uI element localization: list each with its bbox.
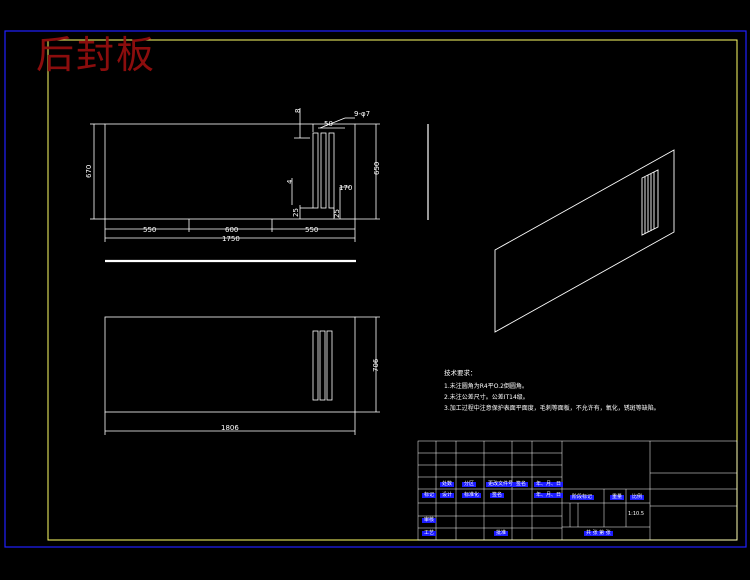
tb-label-stage-mark: 阶段标记 [570,494,595,500]
dim-total-width: 1750 [222,235,240,243]
tech-note-1: 1.未注圆角为R4平O.2倒圆角。 [444,383,528,390]
slot [312,132,319,209]
dim-mid-segment: 600 [225,226,238,234]
tb-label-zone: 分区 [462,481,477,487]
isometric-slot-area [641,169,659,236]
dim-height-right: 650 [373,162,381,175]
dim-height-left: 670 [85,165,93,178]
tb-label-approve: 批准 [494,530,509,536]
dim-hole-offset: 8 [294,109,302,113]
dim-bottom-height: 706 [372,358,380,372]
title-block [417,440,738,541]
dim-right-segment: 550 [305,226,318,234]
front-view [90,108,380,242]
dim-left-segment: 550 [143,226,156,234]
slot [320,132,327,209]
tb-label-weight: 重量 [610,494,625,500]
tech-notes-heading: 技术要求： [444,369,477,377]
tb-label-designer: 设计 [440,492,455,498]
tb-label-date: 年、月、日 [534,481,564,487]
tb-label-process: 工艺 [422,530,437,536]
dim-slot-offset: 170 [339,184,352,192]
tb-label-scale: 比例 [630,494,645,500]
dim-slot-width: 50 [324,120,333,128]
slot [312,330,319,401]
bottom-view [104,316,380,435]
tb-label-count: 处数 [440,481,455,487]
dim-hole-marker: 4 [286,179,294,184]
tb-scale-value: 1:10.5 [628,511,644,517]
tb-label-sign: 签名 [514,481,529,487]
front-view-panel-outline [104,123,356,220]
slot [328,132,335,209]
hole-spec-label: 9-φ7 [354,110,370,118]
front-view-dimensions: 550 600 550 1750 670 650 170 50 25 25 8 … [85,109,381,243]
tb-label-sign2: 签名 [490,492,505,498]
tb-label-sheets: 共 张 第 张 [584,530,613,536]
drawing-frame [47,39,738,541]
title-block-frame [417,440,738,541]
tech-note-3: 3.加工过程中注意保护表面平面度，毛刺等面板，不允许有，氧化，锈斑等缺陷。 [444,405,660,412]
tb-label-mark: 标记 [422,492,437,498]
tb-label-date2: 年、月、日 [534,492,564,498]
slot [326,330,333,401]
bottom-view-panel-outline [104,316,356,413]
tb-label-review: 审核 [422,517,437,523]
drawing-title: 后封板 [36,33,157,77]
tech-note-2: 2.未注公差尺寸。公差IT14级。 [444,394,529,401]
slot [319,330,326,401]
tb-label-change-doc: 更改文件号 [486,481,516,487]
isometric-panel [494,149,675,333]
dim-bottom-width: 1806 [221,424,239,432]
dim-slot-pitch: 25 [333,209,341,218]
tb-label-standardize: 标准化 [462,492,482,498]
isometric-view [494,149,675,333]
outer-border [4,30,747,548]
dim-slot-gap: 25 [292,208,300,217]
